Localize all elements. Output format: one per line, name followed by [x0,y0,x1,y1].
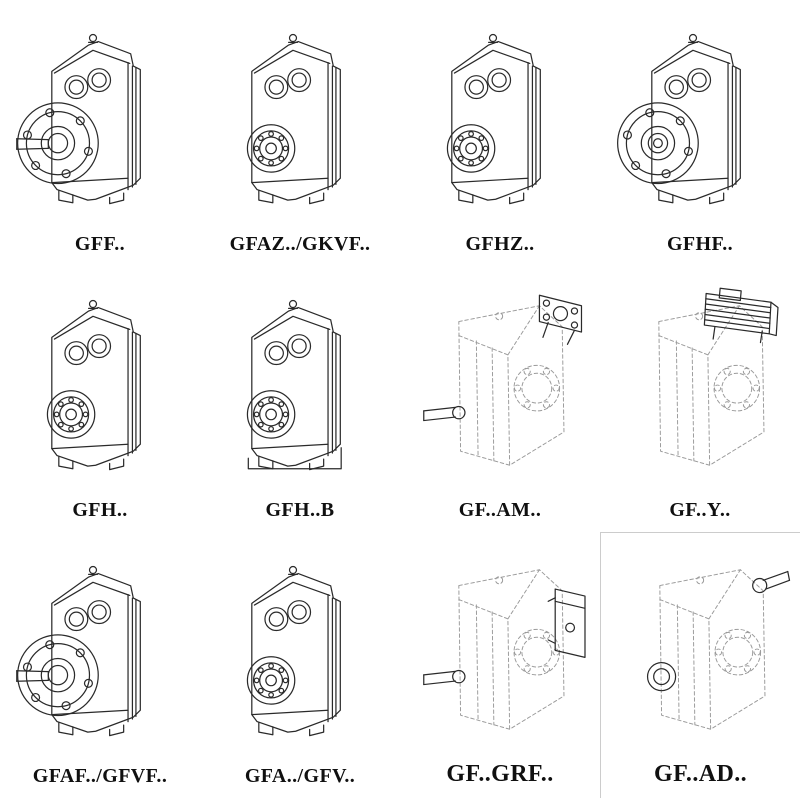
output-shaft [16,669,49,682]
gearbox-drawing [0,532,200,763]
gearbox-drawing [400,0,600,231]
motor-gearbox-icon [658,287,779,466]
catalog-item-gf-ad: GF..AD.. [600,532,800,798]
catalog-item-gf-y: GF..Y.. [600,266,800,532]
output-flange [17,101,99,184]
catalog-item-gff: GFF.. [0,0,200,266]
hollow-shaft-gearbox-foot-icon [246,299,342,470]
output-bearing [46,389,96,439]
mounted-motor [703,287,779,343]
side-cover-gearbox-icon [423,568,586,730]
catalog-item-gf-grf: GF..GRF.. [400,532,600,798]
iec-adapter-gearbox-icon [423,294,583,466]
input-shaft [423,669,466,685]
housing-outline [51,299,141,470]
model-label: GF..GRF.. [446,761,554,787]
output-bearing [446,123,496,173]
output-bearing [246,655,296,705]
model-label: GFH..B [265,499,335,521]
housing-outline [451,33,541,204]
shaft-bores [64,599,112,631]
housing-outline [251,33,341,204]
model-label: GFA../GFV.. [244,765,356,787]
catalog-item-gfhf: GFHF.. [600,0,800,266]
catalog-item-gfa-gfv: GFA../GFV.. [200,532,400,798]
phantom-housing [658,304,765,466]
housing-outline [651,33,741,204]
shaft-bores [264,67,312,99]
catalog-item-gfaz-gkvf: GFAZ../GKVF.. [200,0,400,266]
catalog-item-gfaf-gfvf: GFAF../GFVF.. [0,532,200,798]
output-shaft [16,137,49,150]
output-flange [17,633,99,716]
hub-center [652,137,663,148]
shaft-adapter-gearbox-icon [646,569,790,730]
gearbox-drawing [600,0,800,231]
gearbox-drawing [200,266,400,497]
gearbox-drawing [601,533,800,759]
phantom-housing [458,568,565,730]
output-flange [617,101,699,184]
phantom-housing [458,304,565,466]
gearbox-drawing [600,266,800,497]
hollow-shaft-gearbox-icon [46,299,141,470]
model-label: GFHF.. [666,233,734,255]
catalog-item-gfhz: GFHZ.. [400,0,600,266]
catalog-item-gfh-b: GFH..B [200,266,400,532]
gearbox-drawing [0,266,200,497]
model-label: GFAZ../GKVF.. [229,233,371,255]
gearbox-drawing [400,532,600,759]
gearbox-drawing [0,0,200,231]
catalog-item-gf-am: GF..AM.. [400,266,600,532]
housing-outline [51,565,141,736]
shaft-bores [264,333,312,365]
phantom-housing [658,569,765,730]
model-label: GF..Y.. [669,499,731,521]
side-cover [547,587,586,658]
catalog-item-gfh: GFH.. [0,266,200,532]
flange-gearbox-icon [617,33,741,204]
shaft-bores [264,599,312,631]
gearbox-drawing [400,266,600,497]
hollow-shaft-gearbox-icon [446,33,541,204]
flange-shaft-gearbox-icon [16,565,141,736]
housing-outline [51,33,141,204]
model-label: GF..AD.. [654,761,747,787]
model-label: GFAF../GFVF.. [32,765,168,787]
model-label: GFH.. [72,499,128,521]
shaft-bores [64,67,112,99]
hollow-shaft-gearbox-icon [246,33,341,204]
output-bearing [246,123,296,173]
input-shaft [423,405,466,421]
flange-shaft-gearbox-icon [16,33,141,204]
iec-adapter-flange [538,294,583,345]
model-label: GFF.. [74,233,126,255]
input-shaft-adapter [751,570,790,594]
model-label: GF..AM.. [458,499,542,521]
hollow-shaft-gearbox-icon [246,565,341,736]
model-label: GFHZ.. [465,233,535,255]
housing-outline [251,299,341,470]
gearbox-drawing [200,532,400,763]
shaft-bores [664,67,712,99]
shaft-bores [64,333,112,365]
shaft-bores [464,67,512,99]
output-bearing [246,389,296,439]
gearbox-drawing [200,0,400,231]
housing-outline [251,565,341,736]
